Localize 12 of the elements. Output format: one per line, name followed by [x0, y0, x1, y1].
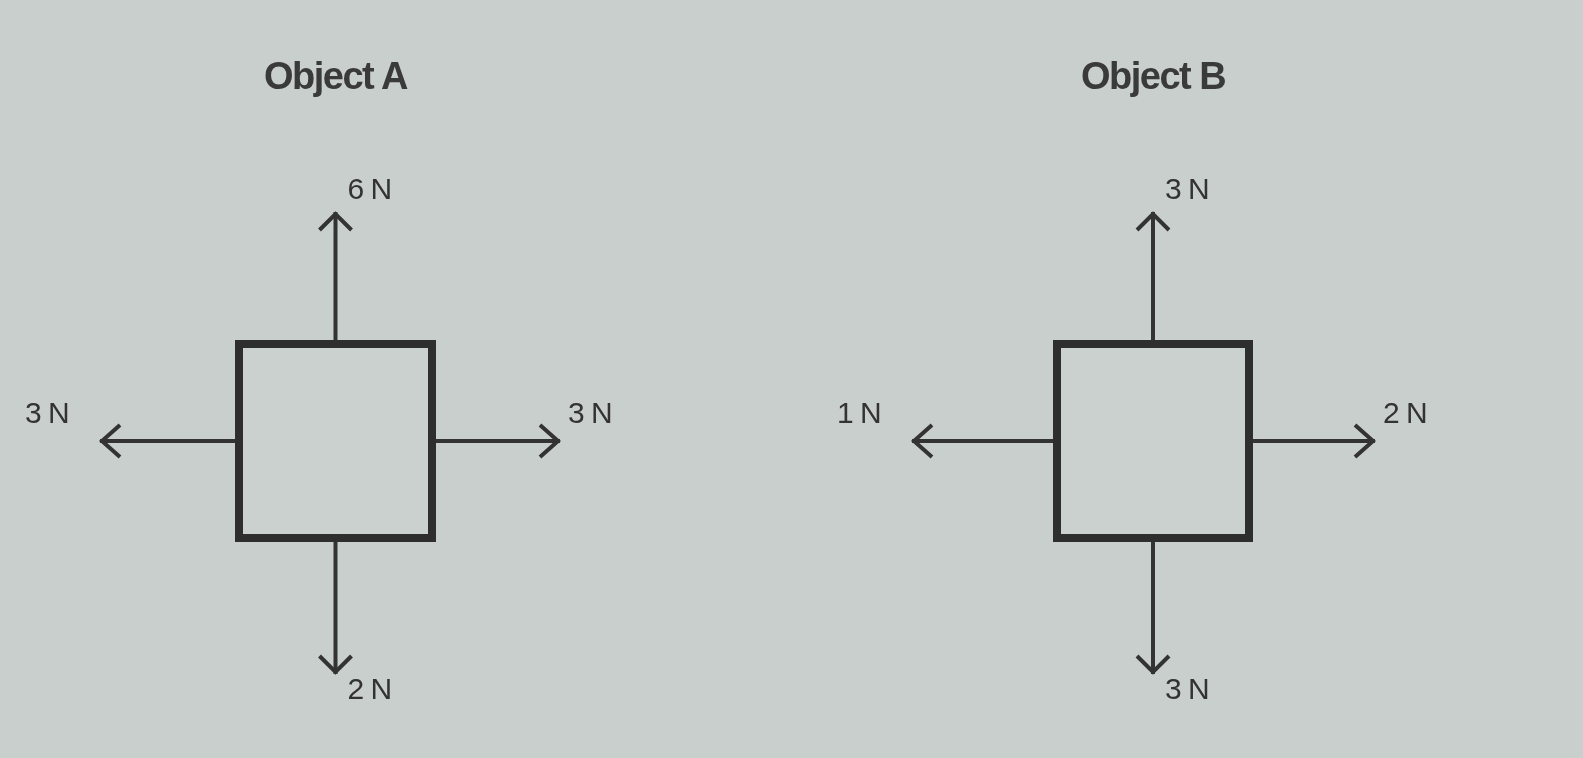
force-label: 3 N: [1165, 172, 1209, 206]
object-box: [235, 340, 436, 542]
force-label: 3 N: [25, 396, 69, 430]
force-label: 3 N: [1165, 672, 1209, 706]
force-label: 2 N: [347, 672, 392, 706]
object-title: Object A: [264, 55, 407, 98]
object-title: Object B: [1081, 55, 1226, 98]
force-label: 2 N: [1383, 396, 1427, 430]
force-label: 1 N: [837, 396, 881, 430]
force-label: 6 N: [347, 172, 392, 206]
force-label: 3 N: [568, 396, 612, 430]
object-box: [1053, 340, 1253, 542]
